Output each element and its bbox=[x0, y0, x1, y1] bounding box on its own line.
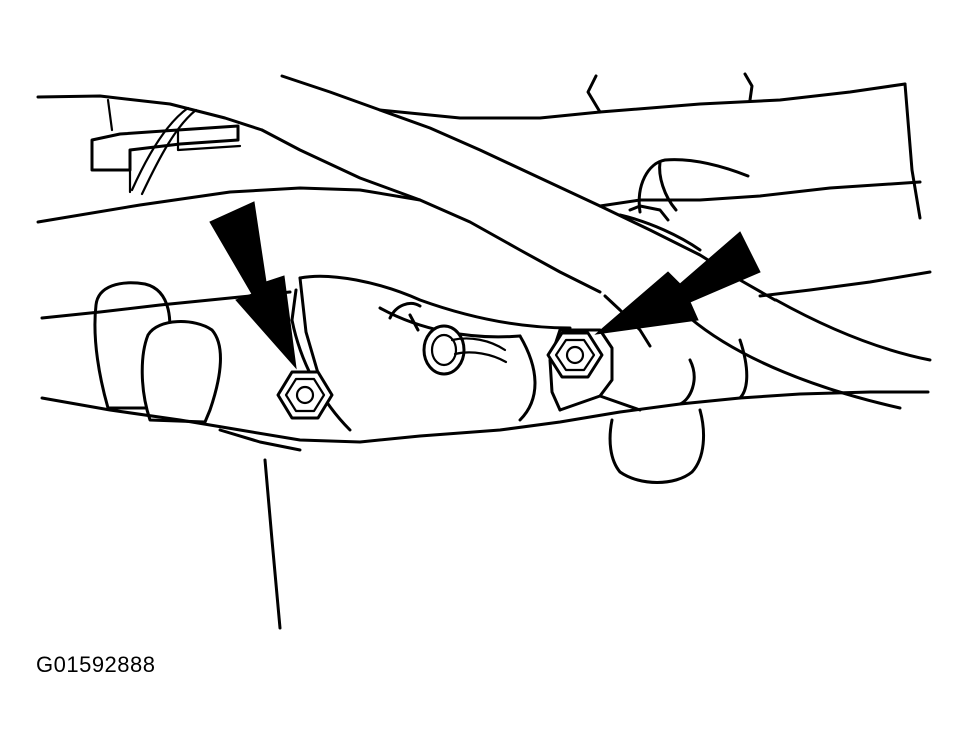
upper-body-panel bbox=[36, 72, 907, 302]
left-rubber-mount bbox=[93, 281, 222, 424]
right-flange-nut bbox=[546, 331, 604, 379]
rear-mount-bracket bbox=[637, 158, 750, 214]
arrow-pointer-icon bbox=[209, 201, 297, 370]
oxygen-sensor bbox=[388, 302, 508, 376]
callout-arrow-right bbox=[594, 231, 761, 335]
callout-arrow-left bbox=[209, 201, 297, 370]
electrical-connector bbox=[90, 98, 242, 196]
vertical-support-line bbox=[263, 458, 282, 630]
right-frame-rail bbox=[598, 82, 932, 410]
left-flange-nut bbox=[276, 370, 334, 420]
figure-id-label: G01592888 bbox=[36, 652, 156, 677]
arrow-pointer-icon bbox=[594, 231, 761, 335]
